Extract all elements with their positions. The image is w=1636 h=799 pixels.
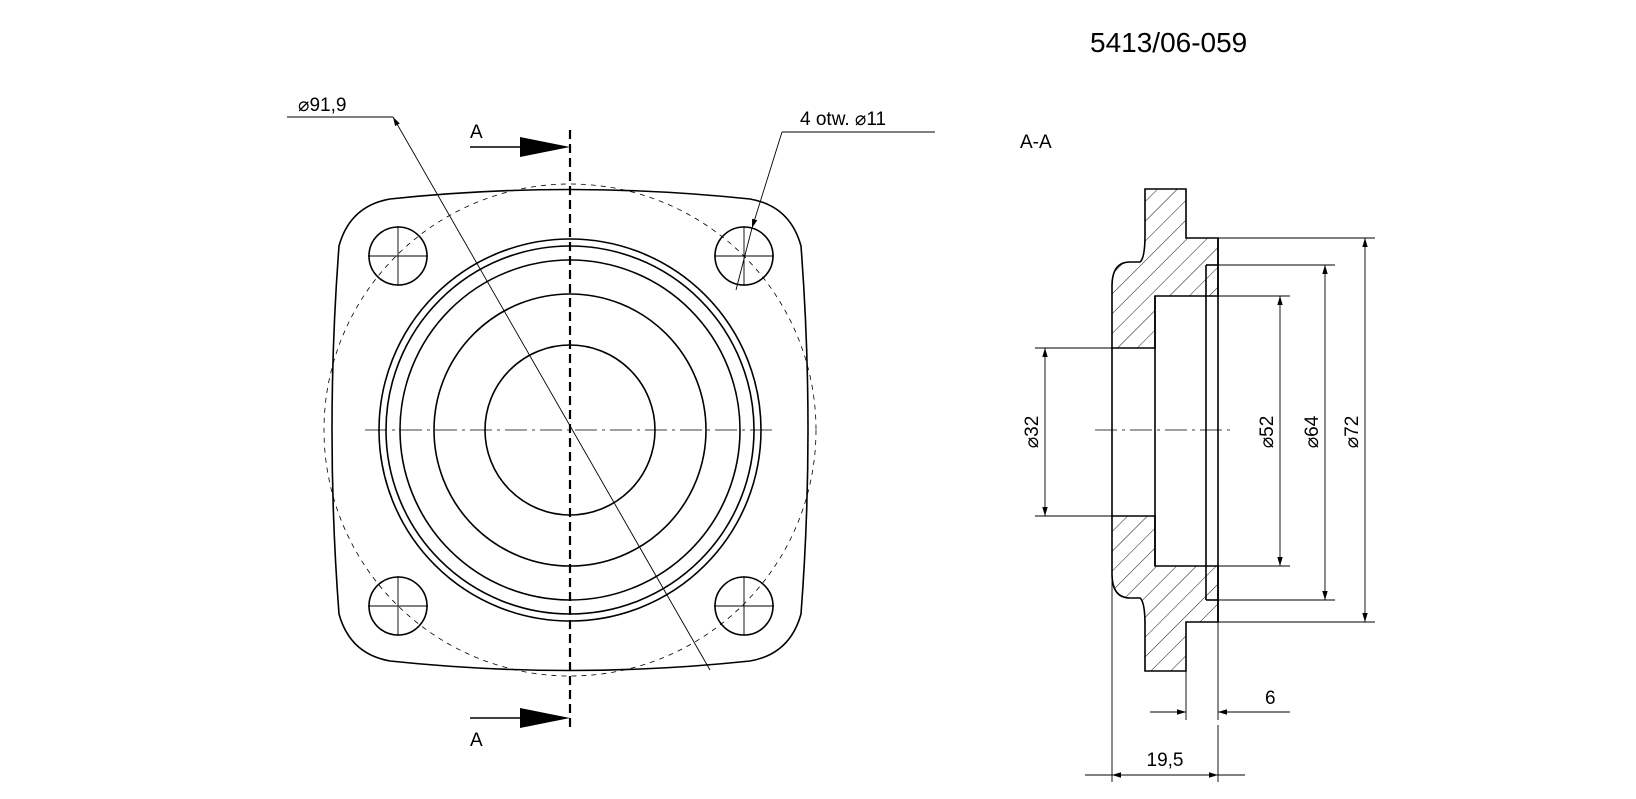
bolt-hole-bottom-right	[714, 576, 774, 636]
bolt-circle	[323, 183, 817, 677]
section-arrow-bottom	[470, 708, 570, 728]
dim-label-52: ⌀52	[1257, 416, 1278, 449]
dim-label-64: ⌀64	[1302, 415, 1323, 448]
holes-leader	[735, 131, 935, 291]
flange-outline	[331, 188, 809, 672]
section-view: A-A ⌀32 ⌀52 ⌀64	[1020, 132, 1375, 782]
dim-label-72: ⌀72	[1342, 416, 1363, 449]
diameter-leader	[287, 116, 711, 671]
section-arrow-top	[470, 137, 570, 157]
bolt-hole-top-left	[368, 226, 428, 286]
bolt-hole-top-right	[714, 226, 774, 286]
dim-label-6: 6	[1265, 688, 1276, 709]
dim-label-32: ⌀32	[1022, 416, 1043, 449]
section-mark-bottom: A	[470, 730, 483, 751]
section-title: A-A	[1020, 132, 1052, 153]
bolt-hole-bottom-left	[368, 576, 428, 636]
drawing-number: 5413/06-059	[1090, 27, 1247, 58]
holes-label: 4 otw. ⌀11	[800, 109, 886, 130]
dim-label-195: 19,5	[1147, 750, 1184, 771]
section-lower	[1111, 515, 1219, 672]
diameter-label: ⌀91,9	[298, 95, 346, 116]
front-view: A A ⌀91,9 4 otw. ⌀11	[287, 95, 935, 751]
section-mark-top: A	[470, 122, 483, 143]
section-upper	[1111, 188, 1219, 349]
